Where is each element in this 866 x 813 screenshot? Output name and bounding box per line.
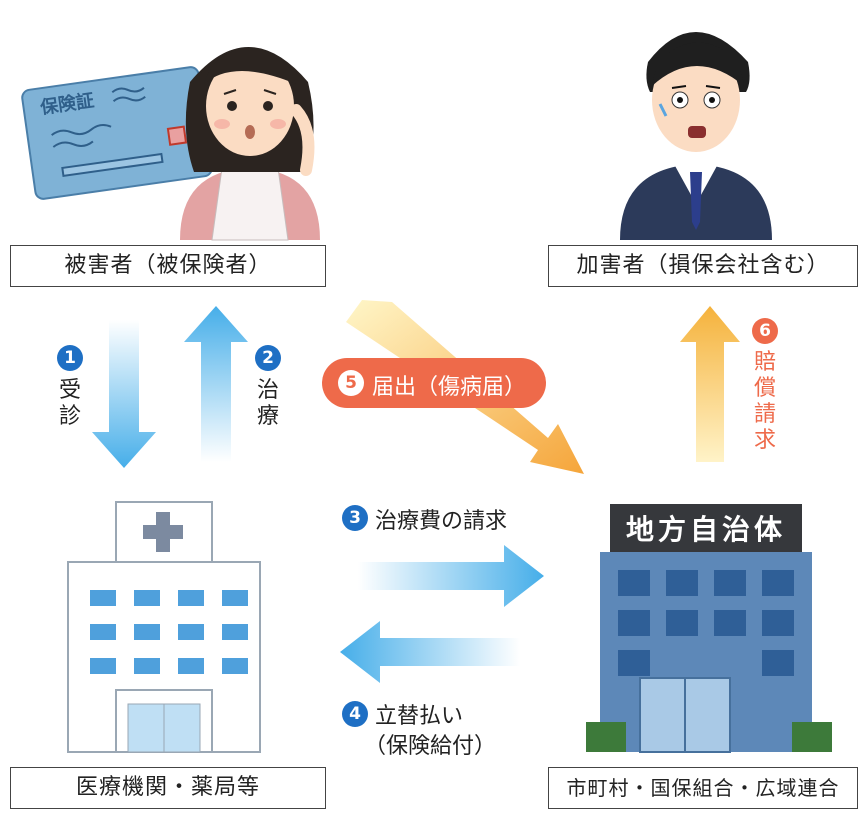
municipal-window [714, 570, 746, 596]
step3-number: 3 [342, 505, 368, 531]
municipal-window [666, 610, 698, 636]
step6-number: 6 [752, 318, 778, 344]
municipal-window [762, 570, 794, 596]
step1-number: 1 [57, 345, 83, 371]
victim-person-icon [180, 47, 320, 241]
insurance-card-icon [21, 66, 213, 200]
hospital-window [222, 590, 248, 606]
step5-number: 5 [338, 370, 364, 396]
hospital-window [134, 624, 160, 640]
hospital-window [178, 590, 204, 606]
hospital-window [134, 590, 160, 606]
municipality-label: 市町村・国保組合・広域連合 [548, 767, 858, 809]
hospital-window [90, 624, 116, 640]
step1-label: 受診 [58, 378, 81, 429]
arrow-step4-left [340, 621, 520, 683]
hospital-window [90, 658, 116, 674]
step2-number: 2 [255, 345, 281, 371]
perpetrator-label: 加害者（損保会社含む） [548, 245, 858, 287]
municipal-window [666, 570, 698, 596]
hospital-window [178, 658, 204, 674]
municipal-window [618, 570, 650, 596]
hospital-window [134, 658, 160, 674]
arrow-step3-right [358, 545, 544, 607]
step4-label-line1: 立替払い [375, 704, 464, 729]
arrow-step2-up [184, 306, 248, 462]
municipal-window [762, 650, 794, 676]
municipal-window [714, 610, 746, 636]
hospital-window [222, 658, 248, 674]
hospital-windows [90, 590, 248, 674]
victim-label: 被害者（被保険者） [10, 245, 326, 287]
step6-label: 賠償請求 [753, 350, 776, 453]
municipal-window [762, 610, 794, 636]
arrow-step6-up [680, 306, 740, 462]
step5-pill [322, 358, 546, 408]
hospital-label: 医療機関・薬局等 [10, 767, 326, 809]
arrow-step1-down [92, 320, 156, 468]
step4-number: 4 [342, 701, 368, 727]
building-sign-text: 地方自治体 [626, 513, 786, 546]
municipal-window [618, 650, 650, 676]
step3-label: 治療費の請求 [375, 509, 508, 534]
municipal-building-windows [618, 570, 794, 676]
step4-label-line2: （保険給付） [364, 734, 497, 759]
hospital-window [90, 590, 116, 606]
hospital-window [222, 624, 248, 640]
step2-label: 治療 [256, 378, 279, 429]
municipal-window [618, 610, 650, 636]
hospital-window [178, 624, 204, 640]
step5-label: 届出（傷病届） [372, 375, 527, 400]
perpetrator-person-icon [620, 32, 772, 240]
